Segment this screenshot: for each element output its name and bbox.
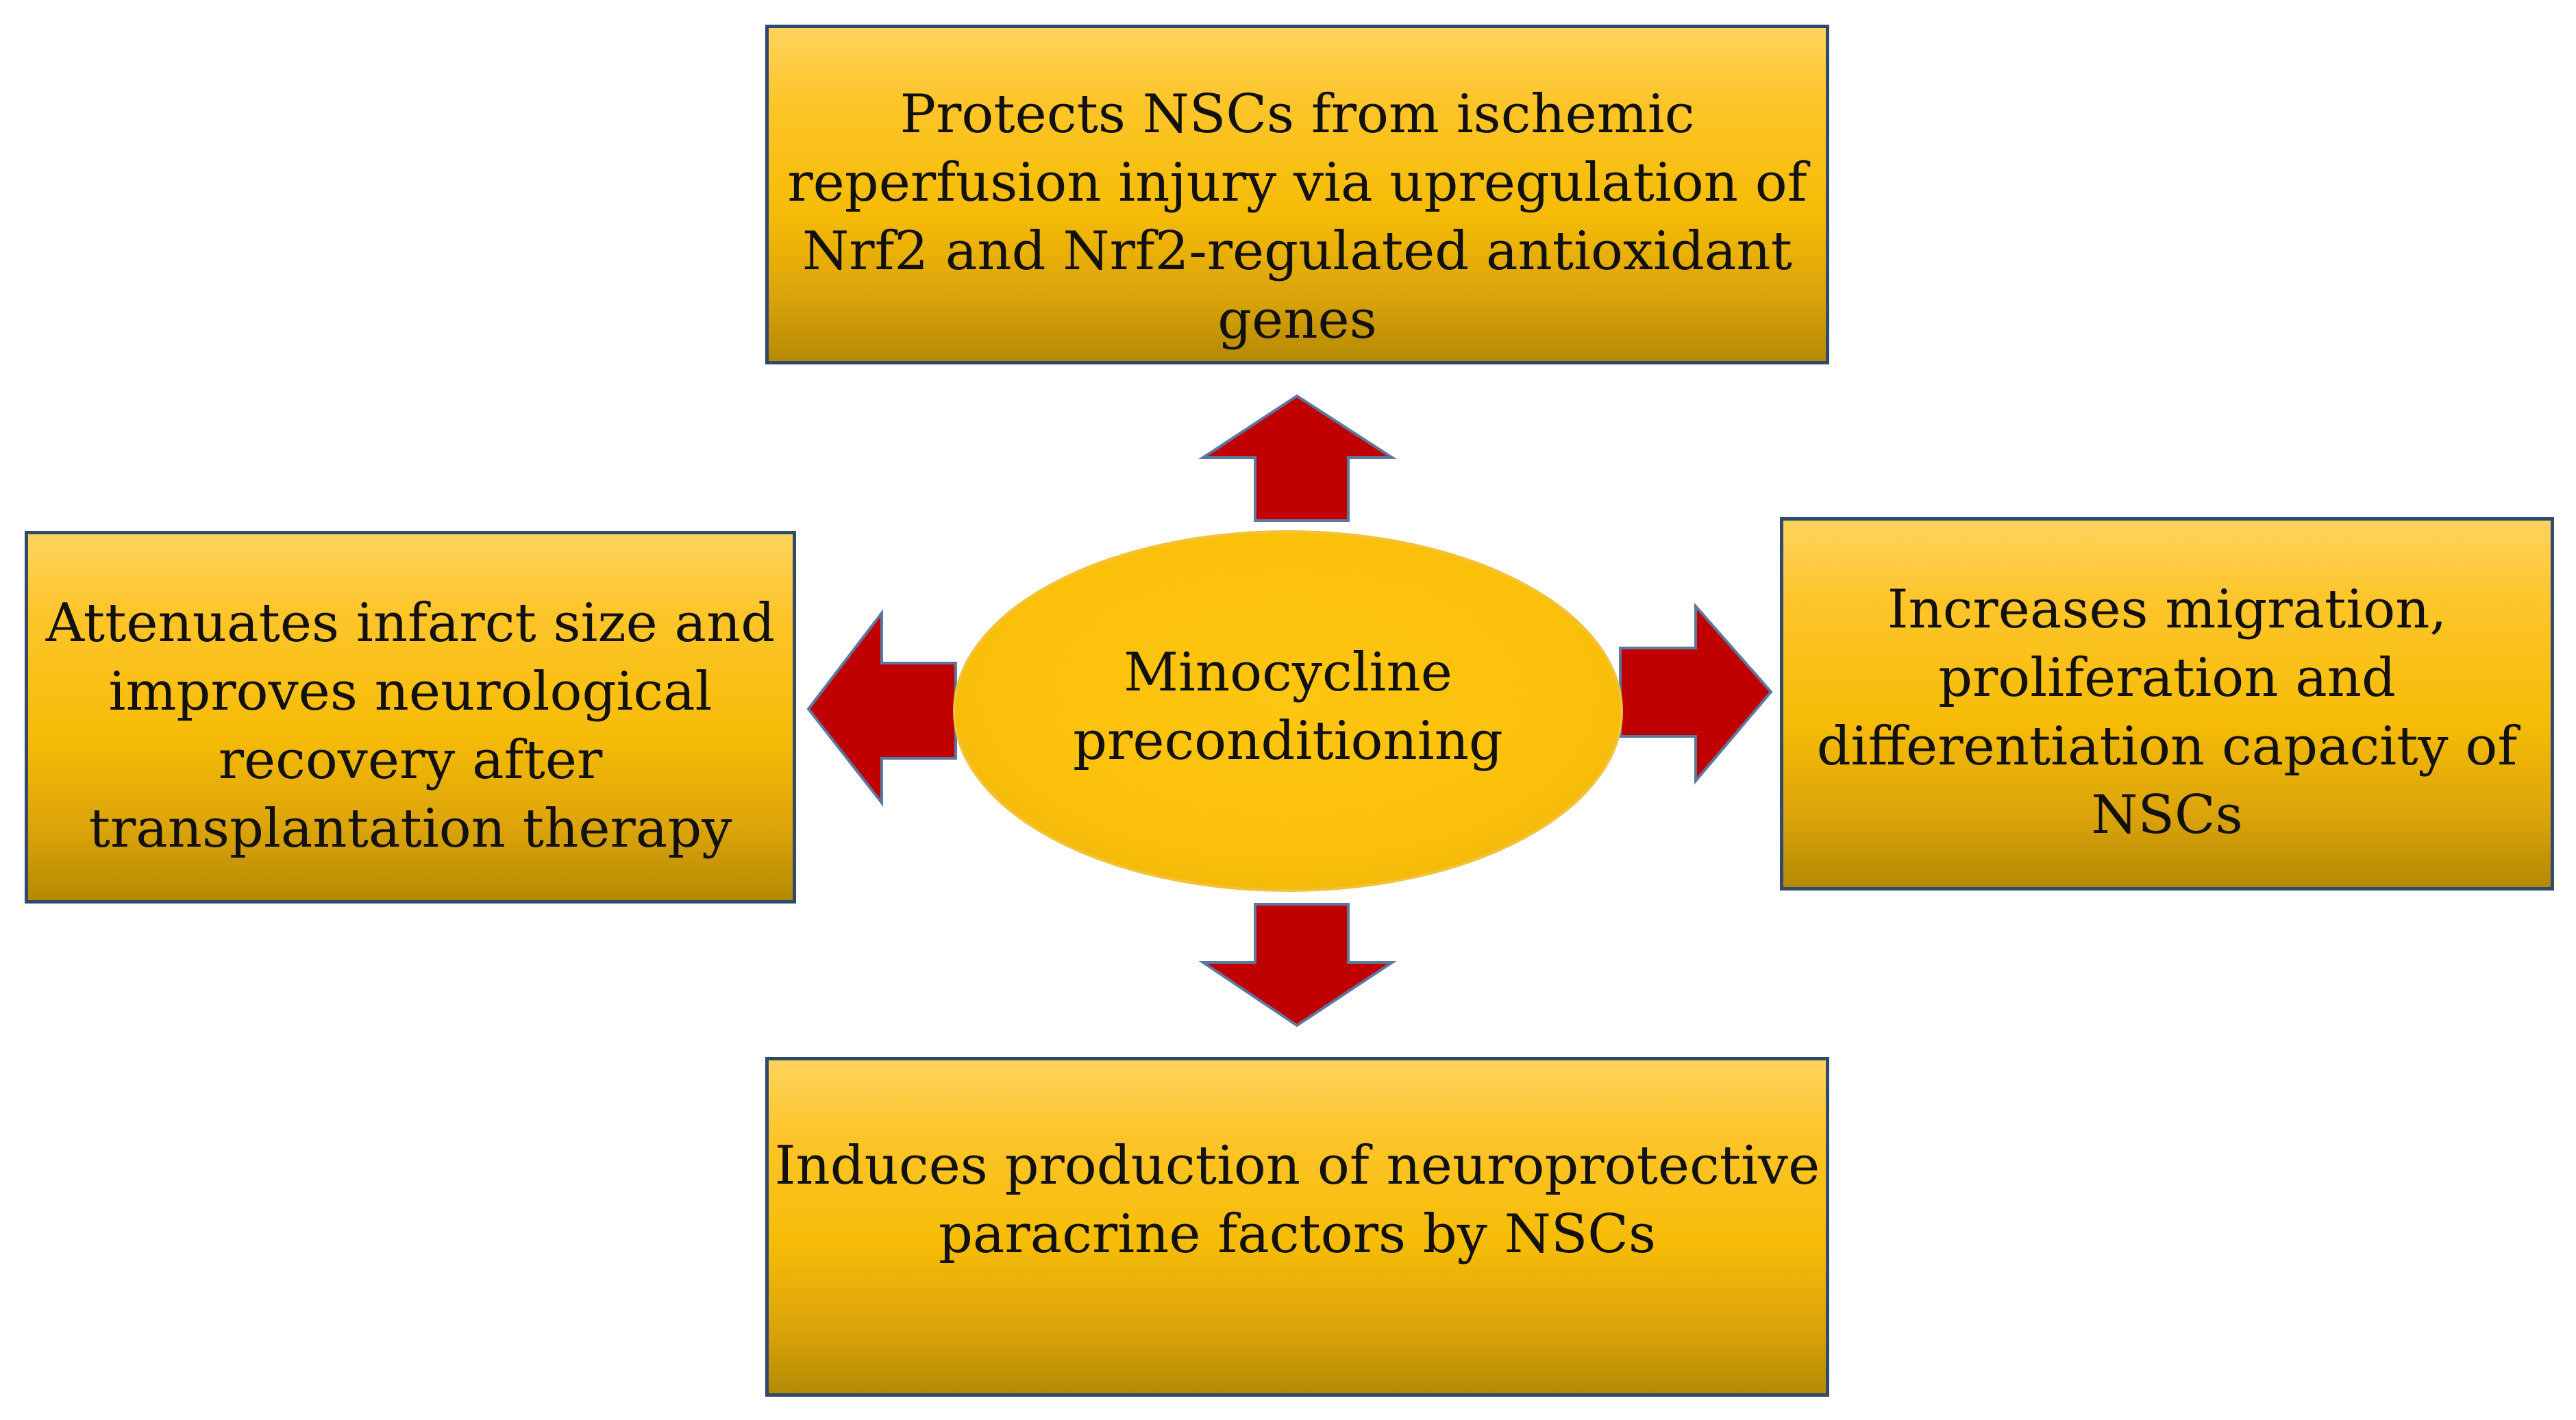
arrow-right bbox=[1619, 602, 1773, 785]
effect-text-right: Increases migration, proliferation and d… bbox=[1816, 579, 2518, 846]
effect-box-top: Protects NSCs from ischemic reperfusion … bbox=[765, 25, 1829, 364]
effect-box-right: Increases migration, proliferation and d… bbox=[1780, 517, 2554, 890]
effect-text-left: Attenuates infarct size and improves neu… bbox=[45, 593, 776, 860]
arrow-left bbox=[806, 609, 957, 807]
arrow-up bbox=[1198, 394, 1397, 522]
effect-text-bottom: Induces production of neuroprotective pa… bbox=[774, 1135, 1820, 1265]
arrow-down bbox=[1198, 903, 1397, 1027]
effect-text-top: Protects NSCs from ischemic reperfusion … bbox=[787, 84, 1807, 351]
effect-box-left: Attenuates infarct size and improves neu… bbox=[25, 531, 796, 904]
center-label: Minocycline preconditioning bbox=[1073, 642, 1503, 772]
center-ellipse bbox=[953, 530, 1623, 892]
effect-box-bottom: Induces production of neuroprotective pa… bbox=[765, 1057, 1829, 1397]
